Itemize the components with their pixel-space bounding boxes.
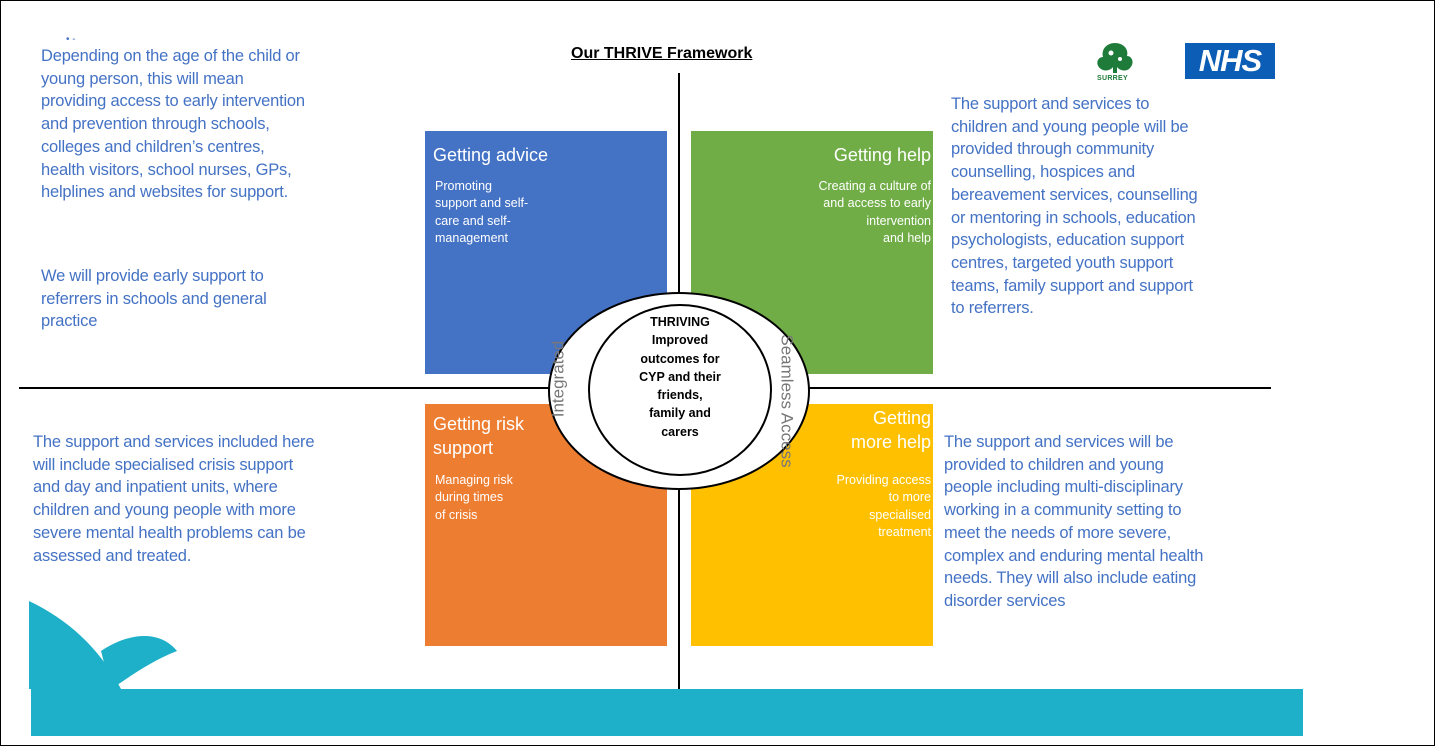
- text-line: health visitors, school nurses, GPs,: [41, 160, 292, 179]
- center-line: family and: [649, 406, 711, 421]
- quadrant-body: Creating a culture of and access to earl…: [818, 178, 931, 247]
- body-line: and access to early: [823, 196, 931, 211]
- text-line: Depending on the age of the child or: [41, 47, 300, 65]
- text-line: children and young people with more: [33, 501, 296, 520]
- body-line: support and self-: [435, 196, 529, 211]
- body-line: care and self-: [435, 213, 511, 228]
- text-line: disorder services: [944, 591, 1066, 610]
- center-line: outcomes for: [640, 351, 720, 366]
- title-line: Getting risk: [433, 414, 525, 434]
- getting-help-quadrant: Getting help Creating a culture of and a…: [691, 131, 933, 374]
- text-line: meet the needs of more severe,: [944, 523, 1171, 542]
- right-bottom-text: The support and services will be provide…: [944, 431, 1203, 613]
- text-line: to referrers.: [951, 299, 1034, 318]
- text-line: young person, this will mean: [41, 69, 244, 88]
- right-top-text: The support and services to children and…: [951, 93, 1198, 320]
- center-line: friends,: [657, 388, 703, 403]
- body-line: management: [435, 230, 508, 245]
- text-line: assessed and treated.: [33, 546, 192, 565]
- text-line: provided to children and young: [944, 455, 1164, 474]
- body-line: of crisis: [435, 507, 478, 522]
- title-line: more help: [850, 432, 931, 452]
- text-line: The support and services to: [951, 95, 1150, 113]
- leaf-decoration: [29, 601, 177, 689]
- body-line: during times: [435, 490, 504, 505]
- ring-label-seamless-access: Seamless Access: [777, 334, 797, 468]
- body-line: and help: [883, 230, 931, 245]
- body-line: treatment: [878, 524, 931, 539]
- quadrant-title: Getting advice: [433, 145, 549, 165]
- quadrant-title: Getting more help: [851, 406, 931, 454]
- diagram-title: Our THRIVE Framework: [571, 45, 753, 62]
- text-line: The support and services will be: [944, 433, 1174, 451]
- center-line: Improved: [651, 333, 709, 348]
- text-line: practice: [41, 312, 98, 331]
- title-line: support: [433, 438, 494, 458]
- text-line: will include specialised crisis support: [33, 455, 293, 474]
- body-line: to more: [888, 490, 931, 505]
- nhs-logo: NHS: [1185, 43, 1275, 79]
- quadrant-body: Promoting support and self- care and sel…: [435, 178, 528, 247]
- text-line: referrers in schools and general: [41, 289, 267, 308]
- text-line: needs. They will also include eating: [944, 569, 1197, 588]
- text-line: provided through community: [951, 140, 1154, 159]
- text-line: and prevention through schools,: [41, 115, 270, 134]
- left-top-text: Depending on the age of the child or you…: [41, 45, 305, 204]
- body-line: Creating a culture of: [818, 179, 931, 193]
- quadrant-body: Managing risk during times of crisis: [435, 472, 513, 524]
- ring-label-integrated: Integrated: [548, 340, 568, 418]
- quadrant-title: Getting help: [833, 145, 931, 165]
- text-line: complex and enduring mental health: [944, 546, 1204, 565]
- center-thriving-text: THRIVING Improved outcomes for CYP and t…: [598, 313, 762, 441]
- text-line: counselling, hospices and: [951, 163, 1135, 182]
- text-line: children and young people will be: [951, 117, 1189, 136]
- center-line: THRIVING: [650, 315, 710, 329]
- center-line: CYP and their: [639, 369, 721, 384]
- center-line: carers: [661, 424, 699, 439]
- body-line: Providing access: [836, 473, 932, 487]
- text-line: helplines and websites for support.: [41, 183, 289, 202]
- body-line: Managing risk: [435, 473, 513, 487]
- getting-risk-support-quadrant: Getting risk support Managing risk durin…: [425, 404, 667, 646]
- inner-circle: [588, 304, 772, 476]
- title-line: Getting: [872, 408, 931, 428]
- text-line: severe mental health problems can be: [33, 523, 306, 542]
- left-top-text-2: We will provide early support to referre…: [41, 265, 267, 333]
- surrey-logo: [1097, 43, 1133, 73]
- left-bottom-text: The support and services included here w…: [33, 431, 315, 567]
- text-line: We will provide early support to: [41, 267, 264, 285]
- text-line: teams, family support and support: [951, 276, 1193, 295]
- corner-mark: • -: [66, 34, 76, 45]
- text-line: or mentoring in schools, education: [951, 208, 1196, 227]
- teal-footer-band: [31, 689, 1303, 736]
- text-line: working in a community setting to: [944, 501, 1182, 520]
- text-line: psychologists, education support: [951, 231, 1184, 250]
- body-line: intervention: [866, 213, 931, 228]
- text-line: centres, targeted youth support: [951, 253, 1174, 272]
- text-line: providing access to early intervention: [41, 92, 305, 111]
- quadrant-body: Providing access to more specialised tre…: [837, 472, 932, 541]
- quadrant-title: Getting risk support: [433, 412, 524, 460]
- body-line: Promoting: [435, 179, 492, 193]
- text-line: colleges and children’s centres,: [41, 137, 265, 156]
- text-line: bereavement services, counselling: [951, 185, 1198, 204]
- text-line: people including multi-disciplinary: [944, 478, 1183, 497]
- text-line: The support and services included here: [33, 433, 315, 451]
- body-line: specialised: [869, 507, 931, 522]
- text-line: and day and inpatient units, where: [33, 478, 278, 497]
- surrey-logo-text: SURREY: [1097, 75, 1128, 82]
